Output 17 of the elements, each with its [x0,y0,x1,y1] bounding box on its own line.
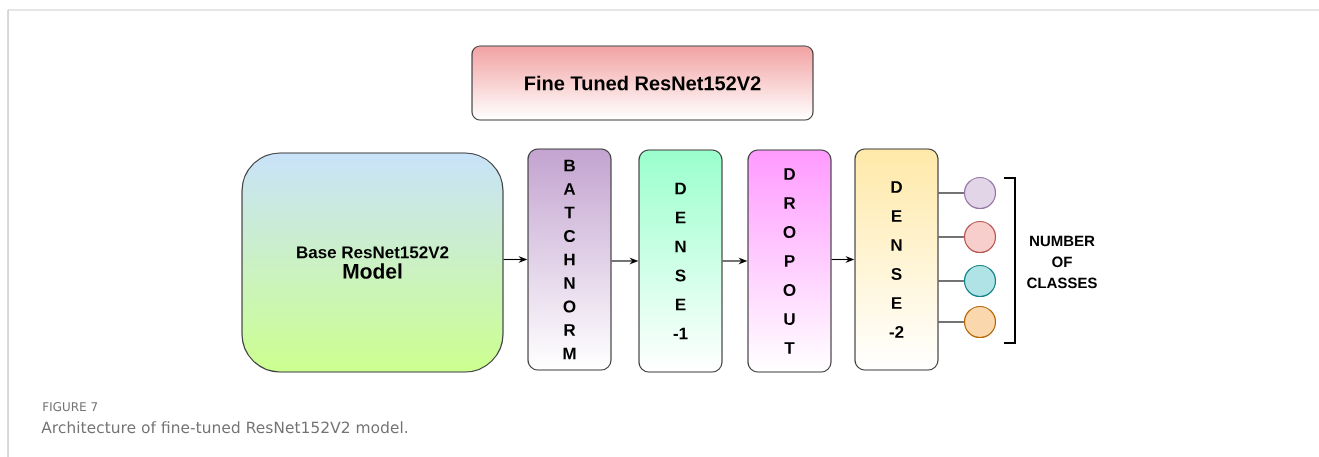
connector-line [938,236,965,238]
figure-number: FIGURE 7 [43,402,98,412]
connector-line [938,321,965,323]
connector-line [938,280,965,282]
layer-box: DENSE-1 [638,149,723,373]
output-circle [963,264,997,298]
output-circle [963,305,997,339]
output-circle [963,176,997,210]
caption: Architecture of fine-tuned ResNet152V2 model. [41,421,407,434]
bracket-label: NUMBER OF CLASSES [1027,235,1097,289]
model-box: Base ResNet152V2 Model [241,152,504,373]
connector-line [938,192,965,194]
title-box: Fine Tuned ResNet152V2 [471,45,814,121]
layer-box: BATCHNORM [527,148,612,371]
layer-box: DROPOUT [747,149,832,373]
layer-box: DENSE-2 [854,148,939,371]
output-circle [963,220,997,254]
